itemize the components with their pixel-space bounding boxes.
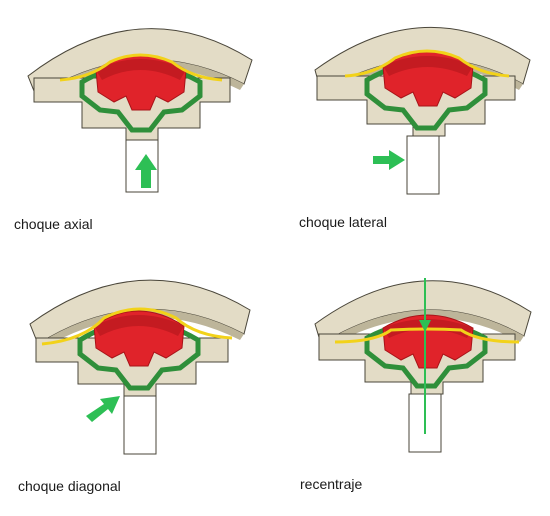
shock-absorber-assembly [27, 28, 253, 193]
shock-absorber-assembly [314, 26, 531, 195]
diagonal-force-arrow-icon [86, 396, 120, 422]
panel-recentre: recentraje [275, 258, 550, 516]
caption-lateral: choque lateral [299, 214, 387, 230]
shock-absorber-lateral-illustration [314, 26, 531, 195]
caption-recentre: recentraje [300, 476, 363, 492]
panel-axial: choque axial [0, 0, 275, 258]
shock-absorber-diagonal-illustration [29, 279, 251, 455]
shock-absorber-assembly [29, 279, 251, 455]
panel-diagonal: choque diagonal [0, 258, 275, 516]
axial-force-arrow-icon [135, 154, 157, 188]
shock-absorber-assembly [314, 280, 532, 453]
lateral-force-arrow-icon [373, 150, 405, 170]
panel-lateral: choque lateral [275, 0, 550, 258]
caption-diagonal: choque diagonal [18, 478, 121, 494]
shock-absorber-axial-illustration [27, 28, 253, 193]
recentre-arrow-icon [419, 320, 431, 332]
shock-absorber-recentre-illustration [314, 278, 532, 453]
caption-axial: choque axial [14, 216, 93, 232]
